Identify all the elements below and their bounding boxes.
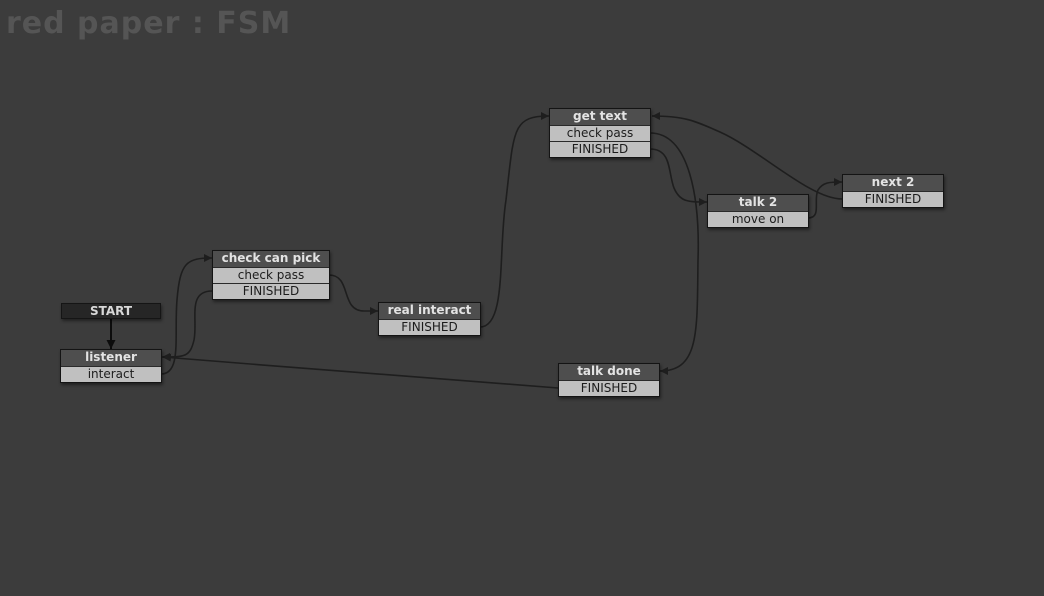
state-listener[interactable]: listener interact xyxy=(60,349,162,383)
state-name[interactable]: get text xyxy=(550,109,650,125)
state-event[interactable]: FINISHED xyxy=(550,141,650,157)
state-talk-done[interactable]: talk done FINISHED xyxy=(558,363,660,397)
state-name[interactable]: next 2 xyxy=(843,175,943,191)
state-name[interactable]: check can pick xyxy=(213,251,329,267)
transition-listener-interact xyxy=(160,254,213,375)
transition-check-can-pick-check-pass xyxy=(328,274,378,315)
fsm-title: red paper : FSM xyxy=(6,6,292,41)
state-next-2[interactable]: next 2 FINISHED xyxy=(842,174,944,208)
state-check-can-pick[interactable]: check can pick check pass FINISHED xyxy=(212,250,330,300)
state-event[interactable]: FINISHED xyxy=(559,380,659,396)
state-event[interactable]: check pass xyxy=(213,267,329,283)
transition-get-text-check-pass xyxy=(649,132,700,375)
state-name[interactable]: talk done xyxy=(559,364,659,380)
state-get-text[interactable]: get text check pass FINISHED xyxy=(549,108,651,158)
state-event[interactable]: FINISHED xyxy=(843,191,943,207)
state-event[interactable]: check pass xyxy=(550,125,650,141)
state-name[interactable]: real interact xyxy=(379,303,480,319)
state-name[interactable]: talk 2 xyxy=(708,195,808,211)
state-event[interactable]: FINISHED xyxy=(213,283,329,299)
transition-next-2-finished xyxy=(651,112,843,200)
transition-talk-2-move-on xyxy=(807,178,843,219)
transition-talk-done-finished xyxy=(162,353,559,389)
state-event[interactable]: move on xyxy=(708,211,808,227)
state-event[interactable]: interact xyxy=(61,366,161,382)
state-name[interactable]: listener xyxy=(61,350,161,366)
start-node[interactable]: START xyxy=(61,303,161,319)
state-talk-2[interactable]: talk 2 move on xyxy=(707,194,809,228)
transition-get-text-finished xyxy=(649,148,708,206)
state-real-interact[interactable]: real interact FINISHED xyxy=(378,302,481,336)
transition-check-can-pick-finished xyxy=(161,290,213,361)
transition-real-interact-finished xyxy=(479,112,550,328)
state-event[interactable]: FINISHED xyxy=(379,319,480,335)
